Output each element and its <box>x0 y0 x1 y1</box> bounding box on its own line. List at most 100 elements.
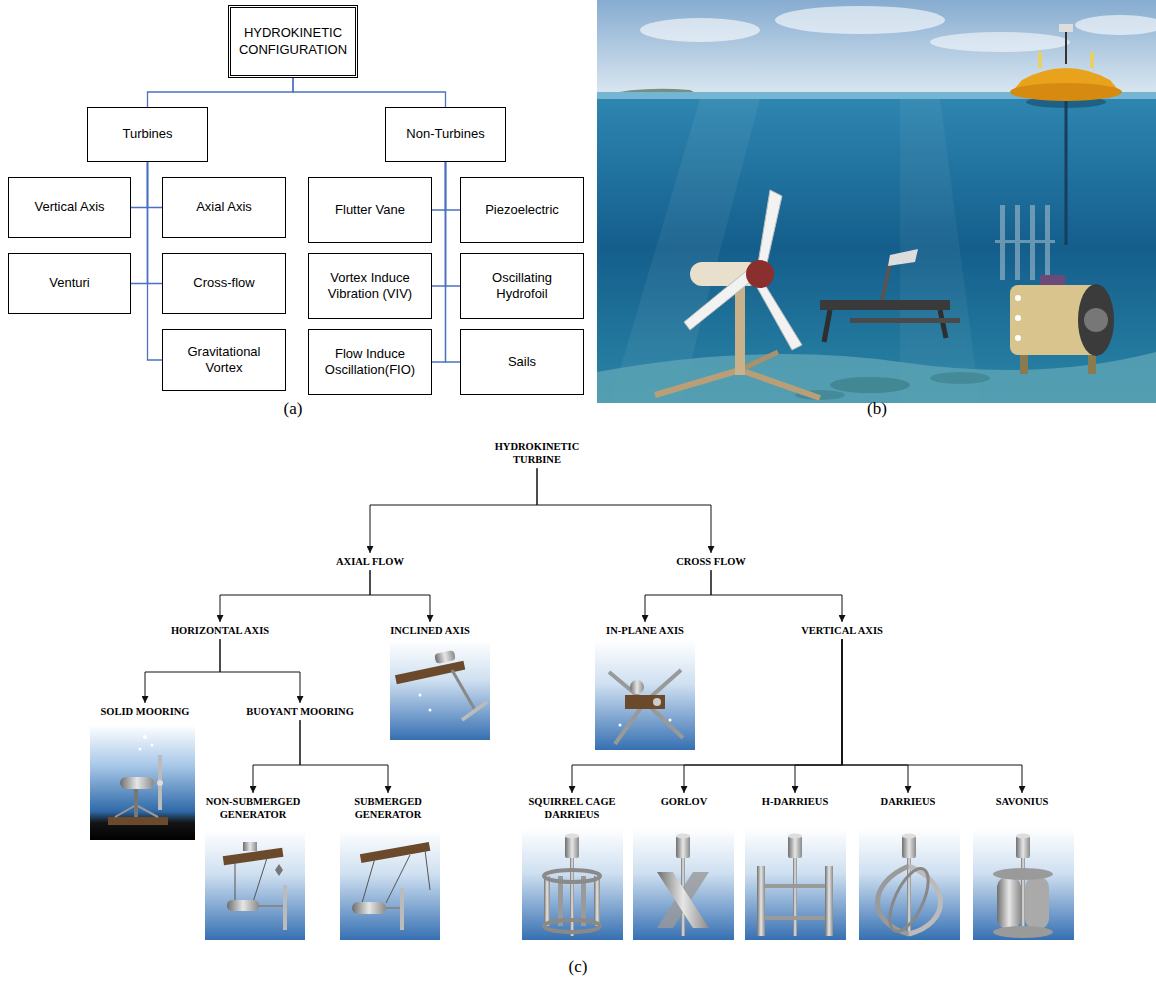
tree-label: HORIZONTAL AXIS <box>155 624 285 637</box>
connector <box>253 720 300 793</box>
connector <box>370 468 537 553</box>
non-submerged-generator-picture <box>205 830 305 940</box>
connector <box>432 162 446 362</box>
category-box: Flutter Vane <box>308 177 432 243</box>
node-text: HYDROKINETIC CONFIGURATION <box>237 25 349 58</box>
gorlov-picture <box>633 828 734 940</box>
node-text: DARRIEUS <box>858 795 958 808</box>
h-darrieus-picture <box>745 828 846 940</box>
connector <box>842 639 908 793</box>
solid-mooring-picture <box>90 725 195 840</box>
submerged-generator-picture <box>340 830 440 940</box>
node-text: Cross-flow <box>193 275 254 291</box>
connector <box>842 639 1022 793</box>
category-box: Cross-flow <box>162 253 286 314</box>
node-text: BUOYANT MOORING <box>230 705 370 718</box>
node-text: HYDROKINETIC TURBINE <box>487 440 587 466</box>
panel-label: (b) <box>857 399 897 419</box>
connector <box>220 570 370 622</box>
ocean-scene <box>597 0 1156 403</box>
connector <box>645 570 711 622</box>
tree-label: SQUIRREL CAGE DARRIEUS <box>517 795 627 821</box>
tree-label: NON-SUBMERGED GENERATOR <box>198 795 308 821</box>
connector <box>148 162 163 360</box>
connector <box>572 639 842 793</box>
connector <box>446 162 461 210</box>
tree-label: SOLID MOORING <box>80 705 210 718</box>
node-text: CROSS FLOW <box>656 555 766 568</box>
node-text: Sails <box>508 354 536 370</box>
connector <box>446 162 461 286</box>
connector <box>370 570 430 622</box>
tree-label: SUBMERGED GENERATOR <box>333 795 443 821</box>
category-box: Gravitational Vortex <box>162 329 286 391</box>
node-text: Vertical Axis <box>34 199 104 215</box>
connector <box>131 162 148 208</box>
connector <box>432 162 446 210</box>
category-box: Turbines <box>87 107 208 162</box>
node-text: SQUIRREL CAGE DARRIEUS <box>517 795 627 821</box>
category-box: Oscillating Hydrofoil <box>460 253 584 319</box>
connector <box>446 162 461 362</box>
node-text: AXIAL FLOW <box>315 555 425 568</box>
connector <box>432 162 446 286</box>
tree-label: VERTICAL AXIS <box>782 624 902 637</box>
category-box: Flow Induce Oscillation(FIO) <box>308 329 432 395</box>
node-text: HORIZONTAL AXIS <box>155 624 285 637</box>
root-box: HYDROKINETIC CONFIGURATION <box>228 5 358 78</box>
node-text: Oscillating Hydrofoil <box>467 270 577 303</box>
connector <box>711 570 842 622</box>
node-text: SAVONIUS <box>972 795 1072 808</box>
node-text: SUBMERGED GENERATOR <box>333 795 443 821</box>
category-box: Piezoelectric <box>460 177 584 243</box>
tree-label: DARRIEUS <box>858 795 958 808</box>
tree-label: SAVONIUS <box>972 795 1072 808</box>
panel-label: (a) <box>273 399 313 419</box>
connector <box>131 162 148 284</box>
connector <box>220 639 300 703</box>
node-text: H-DARRIEUS <box>745 795 845 808</box>
node-text: NON-SUBMERGED GENERATOR <box>198 795 308 821</box>
node-text: IN-PLANE AXIS <box>585 624 705 637</box>
tree-label: BUOYANT MOORING <box>230 705 370 718</box>
node-text: Piezoelectric <box>485 202 559 218</box>
node-text: Flutter Vane <box>335 202 405 218</box>
savonius-picture <box>973 828 1074 940</box>
connector <box>300 720 388 793</box>
node-text: VERTICAL AXIS <box>782 624 902 637</box>
tree-label: HYDROKINETIC TURBINE <box>487 440 587 466</box>
node-text: Flow Induce Oscillation(FIO) <box>315 346 425 379</box>
node-text: SOLID MOORING <box>80 705 210 718</box>
connector <box>148 78 294 107</box>
category-box: Venturi <box>8 253 131 314</box>
connector <box>537 468 711 553</box>
node-text: Venturi <box>49 275 89 291</box>
connector <box>148 162 163 284</box>
connector <box>148 162 163 208</box>
node-text: GORLOV <box>639 795 729 808</box>
node-text: Turbines <box>122 126 172 142</box>
category-box: Vortex Induce Vibration (VIV) <box>308 253 432 319</box>
node-text: INCLINED AXIS <box>370 624 490 637</box>
node-text: Gravitational Vortex <box>169 344 279 377</box>
panel-label: (c) <box>558 957 598 977</box>
tree-label: INCLINED AXIS <box>370 624 490 637</box>
squirrel-cage-picture <box>522 828 623 940</box>
category-box: Sails <box>460 329 584 395</box>
connector <box>293 78 446 107</box>
in-plane-axis-picture <box>595 640 695 750</box>
connector <box>795 639 842 793</box>
category-box: Vertical Axis <box>8 177 131 238</box>
tree-label: IN-PLANE AXIS <box>585 624 705 637</box>
tree-label: H-DARRIEUS <box>745 795 845 808</box>
darrieus-picture <box>859 828 960 940</box>
category-box: Non-Turbines <box>385 107 506 162</box>
tree-label: CROSS FLOW <box>656 555 766 568</box>
connector <box>145 639 220 703</box>
node-text: Axial Axis <box>196 199 252 215</box>
connector <box>684 639 842 793</box>
tree-label: GORLOV <box>639 795 729 808</box>
node-text: Non-Turbines <box>406 126 484 142</box>
node-text: Vortex Induce Vibration (VIV) <box>315 270 425 303</box>
tree-label: AXIAL FLOW <box>315 555 425 568</box>
